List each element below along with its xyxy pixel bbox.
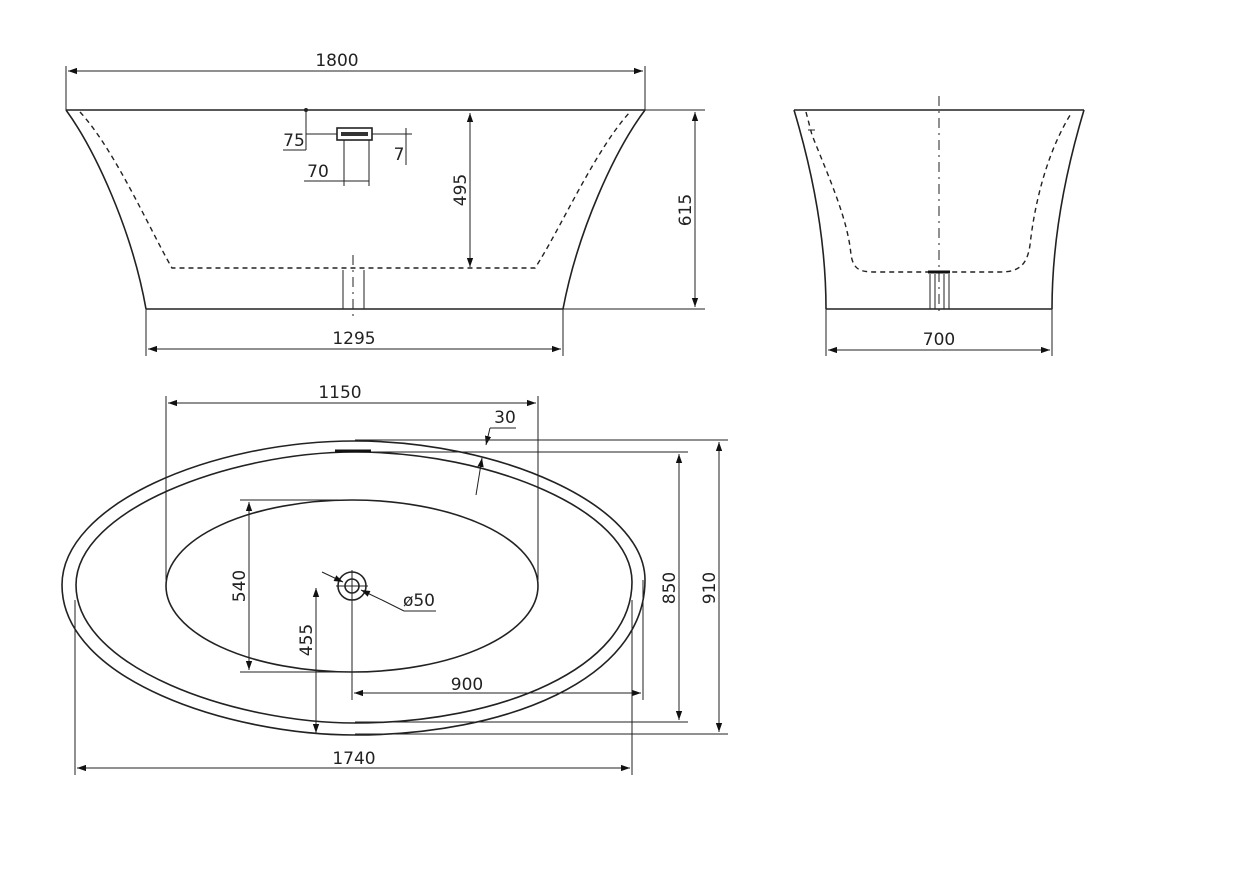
dim-overflow-height: 75 bbox=[283, 131, 305, 151]
dim-front-total-height: 615 bbox=[676, 194, 696, 226]
dim-overflow-width: 70 bbox=[307, 162, 329, 182]
dim-top-inner-width: 540 bbox=[230, 570, 250, 602]
dim-top-width-inner: 850 bbox=[660, 572, 680, 604]
dim-top-length: 1740 bbox=[332, 749, 375, 769]
dim-drain-diameter: ø50 bbox=[403, 591, 435, 611]
side-elevation-view: 700 bbox=[793, 96, 1085, 356]
front-elevation-view: 1800 495 615 1295 75 70 7 bbox=[65, 51, 705, 356]
dim-overflow-offset: 7 bbox=[394, 145, 405, 165]
dim-drain-to-edge: 900 bbox=[451, 675, 483, 695]
dim-side-base-width: 700 bbox=[923, 330, 955, 350]
dim-front-inner-depth: 495 bbox=[451, 174, 471, 206]
dim-top-rim-width: 30 bbox=[494, 408, 516, 428]
dim-top-inner-length: 1150 bbox=[318, 383, 361, 403]
top-plan-view: ø50 1150 30 540 455 900 850 910 bbox=[61, 383, 728, 775]
dim-drain-offset: 455 bbox=[297, 624, 317, 656]
dim-top-width-outer: 910 bbox=[700, 572, 720, 604]
dim-front-base-length: 1295 bbox=[332, 329, 375, 349]
dim-front-length: 1800 bbox=[315, 51, 358, 71]
